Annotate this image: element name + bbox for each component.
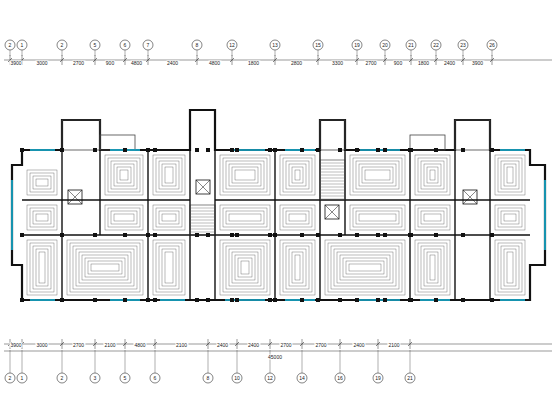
building: [12, 110, 545, 302]
axis-bubble: [120, 40, 130, 50]
dimension-text: 2700: [279, 343, 292, 348]
axis-number: 13: [271, 43, 279, 48]
axis-number: 8: [206, 376, 211, 381]
axis-number: 12: [228, 43, 236, 48]
axis-bubble: [143, 40, 153, 50]
dimension-text: 2700: [314, 343, 327, 348]
dimension-text: 3000: [35, 343, 48, 348]
dimension-text: 2700: [364, 61, 377, 66]
axis-bubble: [431, 40, 441, 50]
dimension-text: 3300: [331, 61, 344, 66]
dimension-text: 2400: [216, 343, 229, 348]
axis-number: 16: [336, 376, 344, 381]
axis-number: 6: [123, 43, 128, 48]
axis-number: 21: [406, 376, 414, 381]
axis-bubble: [90, 40, 100, 50]
axis-bubble: [150, 373, 160, 383]
axis-bubble: [192, 40, 202, 50]
axis-bubble: [405, 373, 415, 383]
axis-number: 19: [353, 43, 361, 48]
dimension-text: 2700: [72, 343, 85, 348]
axis-bubble: [458, 40, 468, 50]
axis-bubble: [5, 373, 15, 383]
axis-bubble: [406, 40, 416, 50]
axis-number: 3: [93, 376, 98, 381]
axis-number: 19: [374, 376, 382, 381]
axis-number: 7: [146, 43, 151, 48]
axis-bubble: [17, 40, 27, 50]
dimension-text: 900: [393, 61, 403, 66]
dimension-text: 900: [105, 61, 115, 66]
axis-number: 14: [298, 376, 306, 381]
axis-number: 26: [488, 43, 496, 48]
axis-bubble: [5, 40, 15, 50]
axis-number: 2: [8, 376, 13, 381]
axis-number: 1: [20, 376, 25, 381]
dimension-text: 3900: [9, 61, 22, 66]
dimension-text: 1800: [417, 61, 430, 66]
axis-bubble: [297, 373, 307, 383]
dimension-lines: [4, 50, 552, 373]
dimension-text: 3900: [9, 343, 22, 348]
axis-bubble: [313, 40, 323, 50]
dimension-text: 2100: [387, 343, 400, 348]
axis-bubble: [227, 40, 237, 50]
dimension-text: 3900: [471, 61, 484, 66]
axis-number: 22: [432, 43, 440, 48]
axis-bubble: [120, 373, 130, 383]
dimension-text: 4800: [130, 61, 143, 66]
axis-bubble: [57, 40, 67, 50]
axis-bubble: [232, 373, 242, 383]
dimension-text: 2100: [175, 343, 188, 348]
axis-number: 20: [381, 43, 389, 48]
axis-bubble: [380, 40, 390, 50]
dimension-text: 2700: [72, 61, 85, 66]
axis-bubble: [17, 373, 27, 383]
axis-number: 8: [195, 43, 200, 48]
axis-number: 2: [60, 43, 65, 48]
axis-number: 5: [123, 376, 128, 381]
axis-bubble: [373, 373, 383, 383]
axis-number: 21: [407, 43, 415, 48]
axis-number: 2: [60, 376, 65, 381]
dimension-text: 2100: [103, 343, 116, 348]
dimension-text: 4800: [208, 61, 221, 66]
axis-number: 5: [93, 43, 98, 48]
axis-number: 6: [153, 376, 158, 381]
axis-bubble: [270, 40, 280, 50]
axis-number: 23: [459, 43, 467, 48]
dimension-text: 4800: [133, 343, 146, 348]
dimension-text: 2400: [166, 61, 179, 66]
axis-bubble: [487, 40, 497, 50]
dimension-text: 1800: [247, 61, 260, 66]
axis-bubble: [57, 373, 67, 383]
axis-bubble: [352, 40, 362, 50]
axis-number: 2: [8, 43, 13, 48]
dimension-text: 2800: [290, 61, 303, 66]
dimension-text: 3000: [35, 61, 48, 66]
axis-bubble: [265, 373, 275, 383]
dimension-text: 2400: [443, 61, 456, 66]
dimension-text: 2400: [247, 343, 260, 348]
axis-bubble: [335, 373, 345, 383]
dimension-text: 45000: [267, 355, 283, 360]
axis-bubble: [90, 373, 100, 383]
heating-coils: [27, 155, 525, 295]
dimension-text: 2400: [352, 343, 365, 348]
axis-number: 10: [233, 376, 241, 381]
axis-bubble: [203, 373, 213, 383]
axis-number: 1: [20, 43, 25, 48]
axis-number: 15: [314, 43, 322, 48]
axis-number: 12: [266, 376, 274, 381]
